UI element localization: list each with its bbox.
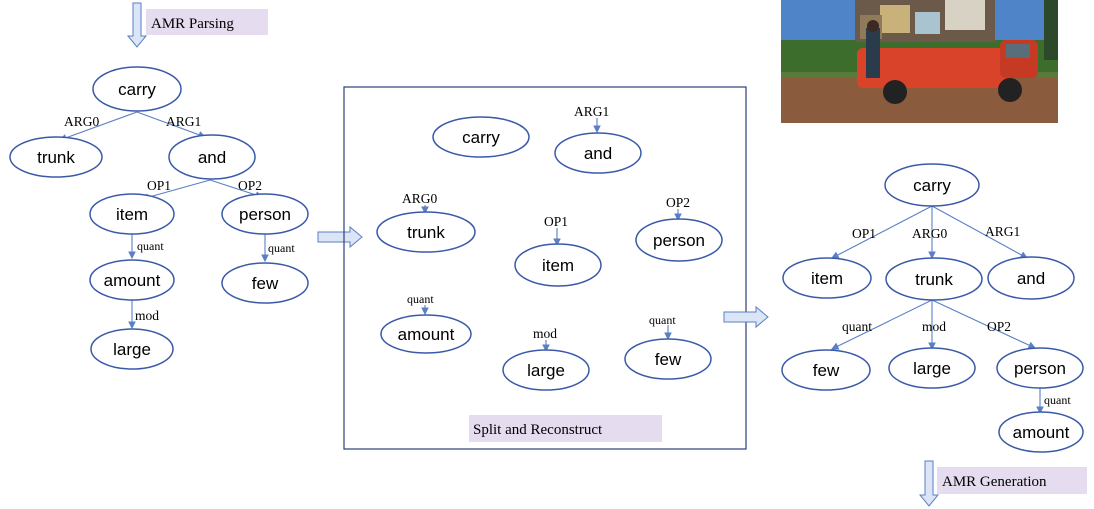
g3-label-op2: OP2 bbox=[987, 319, 1011, 334]
g2-node-person-label: person bbox=[653, 231, 705, 250]
g1-node-person-label: person bbox=[239, 205, 291, 224]
g2-node-amount-label: amount bbox=[398, 325, 455, 344]
g3-node-large bbox=[888, 347, 976, 389]
g1-node-trunk-label: trunk bbox=[37, 148, 75, 167]
g3-node-amount-label: amount bbox=[1013, 423, 1070, 442]
g2-node-item-label: item bbox=[542, 256, 574, 275]
g3-node-and-label: and bbox=[1017, 269, 1045, 288]
g2-node-trunk bbox=[376, 211, 476, 253]
g2-node-and-label: and bbox=[584, 144, 612, 163]
g1-node-carry bbox=[92, 66, 182, 112]
g2-node-and bbox=[554, 132, 642, 174]
g1-node-item-label: item bbox=[116, 205, 148, 224]
graph-reconstructed: OP1 ARG0 ARG1 quant mod OP2 quant carry … bbox=[781, 163, 1084, 453]
g3-node-item-label: item bbox=[811, 269, 843, 288]
g3-node-person bbox=[996, 347, 1084, 389]
g2-node-carry bbox=[432, 116, 530, 158]
g2-node-trunk-label: trunk bbox=[407, 223, 445, 242]
split-right-arrow bbox=[317, 225, 363, 249]
g2-label-arg0: ARG0 bbox=[402, 191, 438, 206]
g1-edge-arg1 bbox=[136, 111, 207, 139]
graph-original: ARG0 ARG1 OP1 OP2 quant quant mod carry … bbox=[9, 66, 309, 370]
g1-label-quant-person: quant bbox=[268, 241, 295, 255]
g1-node-and bbox=[168, 134, 256, 180]
parsing-label: AMR Parsing bbox=[151, 16, 234, 32]
g3-label-arg0: ARG0 bbox=[912, 226, 948, 241]
g3-node-few-label: few bbox=[813, 361, 840, 380]
g3-node-carry bbox=[884, 163, 980, 207]
g1-label-quant-item: quant bbox=[137, 239, 164, 253]
g3-node-amount bbox=[998, 411, 1084, 453]
truck-photo bbox=[781, 0, 1058, 123]
split-box bbox=[343, 86, 747, 450]
g3-node-person-label: person bbox=[1014, 359, 1066, 378]
g2-label-quant-amount: quant bbox=[407, 292, 434, 306]
g1-node-item bbox=[89, 193, 175, 235]
g3-node-item bbox=[782, 257, 872, 299]
g1-label-op2: OP2 bbox=[238, 178, 262, 193]
g3-node-trunk-label: trunk bbox=[915, 270, 953, 289]
g2-label-mod: mod bbox=[533, 326, 557, 341]
g3-label-mod: mod bbox=[922, 319, 946, 334]
g2-node-carry-label: carry bbox=[462, 128, 500, 147]
g1-edge-arg0 bbox=[58, 111, 138, 142]
g3-label-quant-person: quant bbox=[1044, 393, 1071, 407]
g1-label-arg0: ARG0 bbox=[64, 114, 100, 129]
g2-node-person bbox=[635, 218, 723, 262]
g1-node-large bbox=[90, 328, 174, 370]
g2-node-few-label: few bbox=[655, 350, 682, 369]
g2-node-large-label: large bbox=[527, 361, 565, 380]
g1-node-few bbox=[221, 262, 309, 304]
g1-node-few-label: few bbox=[252, 274, 279, 293]
g1-edge-op1 bbox=[140, 179, 211, 201]
g3-node-carry-label: carry bbox=[913, 176, 951, 195]
g3-edge-op1 bbox=[831, 205, 933, 259]
g1-node-amount bbox=[89, 259, 175, 301]
g2-node-amount bbox=[380, 314, 472, 354]
split-label-bg bbox=[469, 415, 662, 442]
g2-node-item bbox=[514, 243, 602, 287]
g3-node-and bbox=[987, 256, 1075, 300]
generation-down-arrow bbox=[918, 460, 940, 507]
graph-split: ARG1 ARG0 OP1 OP2 quant mod quant carry … bbox=[376, 104, 723, 391]
g3-label-quant: quant bbox=[842, 319, 872, 334]
generation-label-bg bbox=[937, 467, 1087, 494]
g1-node-and-label: and bbox=[198, 148, 226, 167]
g2-node-few bbox=[624, 338, 712, 380]
g1-node-carry-label: carry bbox=[118, 80, 156, 99]
g1-node-trunk bbox=[9, 136, 103, 178]
g1-label-mod: mod bbox=[135, 308, 159, 323]
parsing-down-arrow bbox=[126, 2, 148, 48]
g1-node-large-label: large bbox=[113, 340, 151, 359]
g1-node-person bbox=[221, 193, 309, 235]
g2-node-large bbox=[502, 349, 590, 391]
parsing-label-bg bbox=[146, 9, 268, 35]
g3-edge-quant bbox=[831, 299, 933, 350]
reconstruct-right-arrow bbox=[723, 305, 769, 329]
g3-edge-arg1 bbox=[931, 205, 1028, 259]
g3-node-trunk bbox=[885, 257, 983, 301]
generation-label: AMR Generation bbox=[942, 474, 1047, 490]
g1-label-op1: OP1 bbox=[147, 178, 171, 193]
g2-label-op1: OP1 bbox=[544, 214, 568, 229]
g3-node-few bbox=[781, 349, 871, 391]
split-label: Split and Reconstruct bbox=[473, 422, 603, 438]
g3-label-arg1: ARG1 bbox=[985, 224, 1020, 239]
g3-edge-op2 bbox=[931, 299, 1036, 349]
g2-label-arg1: ARG1 bbox=[574, 104, 609, 119]
g2-label-op2: OP2 bbox=[666, 195, 690, 210]
g2-label-quant-few: quant bbox=[649, 313, 676, 327]
g1-label-arg1: ARG1 bbox=[166, 114, 201, 129]
g1-node-amount-label: amount bbox=[104, 271, 161, 290]
g3-node-large-label: large bbox=[913, 359, 951, 378]
g3-label-op1: OP1 bbox=[852, 226, 876, 241]
